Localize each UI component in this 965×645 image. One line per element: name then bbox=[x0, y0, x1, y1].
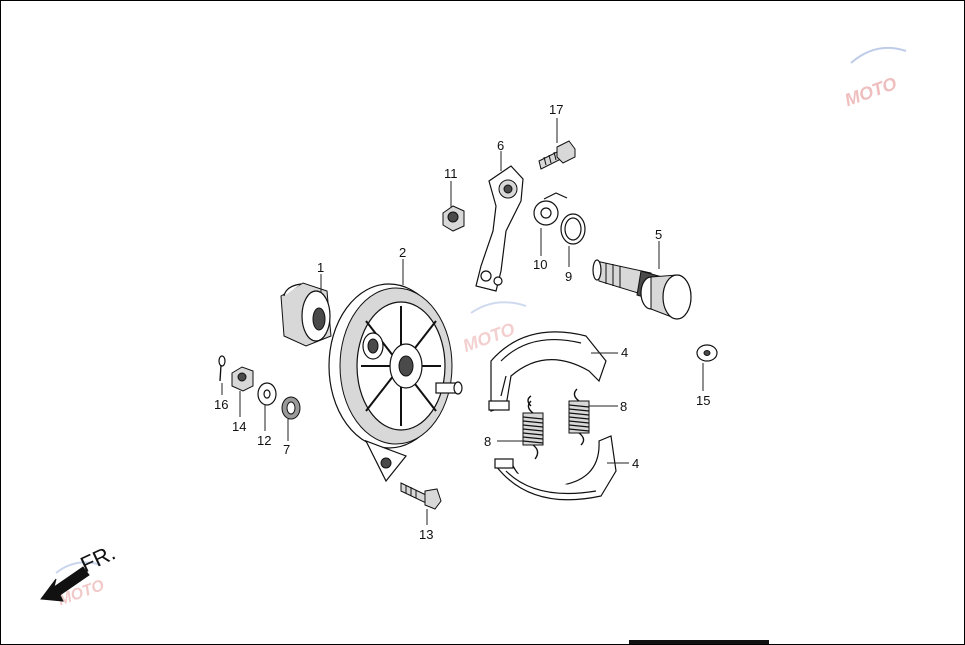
callout-5: 5 bbox=[655, 227, 662, 242]
callout-labels: 1 2 4 4 5 6 7 8 8 9 10 11 12 13 14 15 16… bbox=[214, 102, 710, 542]
part-11-flange-nut bbox=[442, 205, 465, 232]
part-1-collar bbox=[280, 282, 332, 347]
part-16-cotter-pin bbox=[218, 355, 226, 382]
callout-10: 10 bbox=[533, 257, 547, 272]
part-8-spring-left bbox=[522, 395, 544, 460]
part-14-hex-nut bbox=[231, 366, 254, 392]
callout-7: 7 bbox=[283, 442, 290, 457]
part-6-brake-arm bbox=[475, 165, 524, 292]
part-4-brake-shoe-upper bbox=[488, 331, 607, 412]
callout-11: 11 bbox=[444, 166, 458, 181]
callout-1: 1 bbox=[317, 260, 324, 275]
part-13-bolt bbox=[400, 482, 442, 510]
callout-8-left: 8 bbox=[484, 434, 491, 449]
callout-13: 13 bbox=[419, 527, 433, 542]
part-15-washer bbox=[696, 344, 718, 362]
part-4-brake-shoe-lower bbox=[494, 435, 617, 501]
callout-17: 17 bbox=[549, 102, 563, 117]
edge-mark bbox=[629, 640, 769, 644]
part-12-washer bbox=[257, 382, 277, 406]
part-8-spring-right bbox=[568, 388, 590, 446]
callout-6: 6 bbox=[497, 138, 504, 153]
callout-4-upper: 4 bbox=[621, 345, 628, 360]
part-9-felt-seal bbox=[560, 213, 586, 245]
part-17-flange-bolt bbox=[538, 140, 576, 170]
callout-14: 14 bbox=[232, 419, 246, 434]
callout-16: 16 bbox=[214, 397, 228, 412]
part-5-brake-cam bbox=[592, 259, 692, 320]
leader-lines bbox=[221, 118, 704, 525]
watermark-text: MOTO bbox=[842, 73, 899, 110]
callout-2: 2 bbox=[399, 245, 406, 260]
watermark-logo-top-right: MOTO bbox=[842, 47, 907, 110]
part-2-brake-panel bbox=[328, 283, 463, 483]
part-7-lock-washer bbox=[281, 396, 301, 420]
callout-8-right: 8 bbox=[620, 399, 627, 414]
callout-9: 9 bbox=[565, 269, 572, 284]
callout-15: 15 bbox=[696, 393, 710, 408]
part-10-wear-indicator-plate bbox=[533, 192, 568, 226]
callout-4-lower: 4 bbox=[632, 456, 639, 471]
callout-12: 12 bbox=[257, 433, 271, 448]
